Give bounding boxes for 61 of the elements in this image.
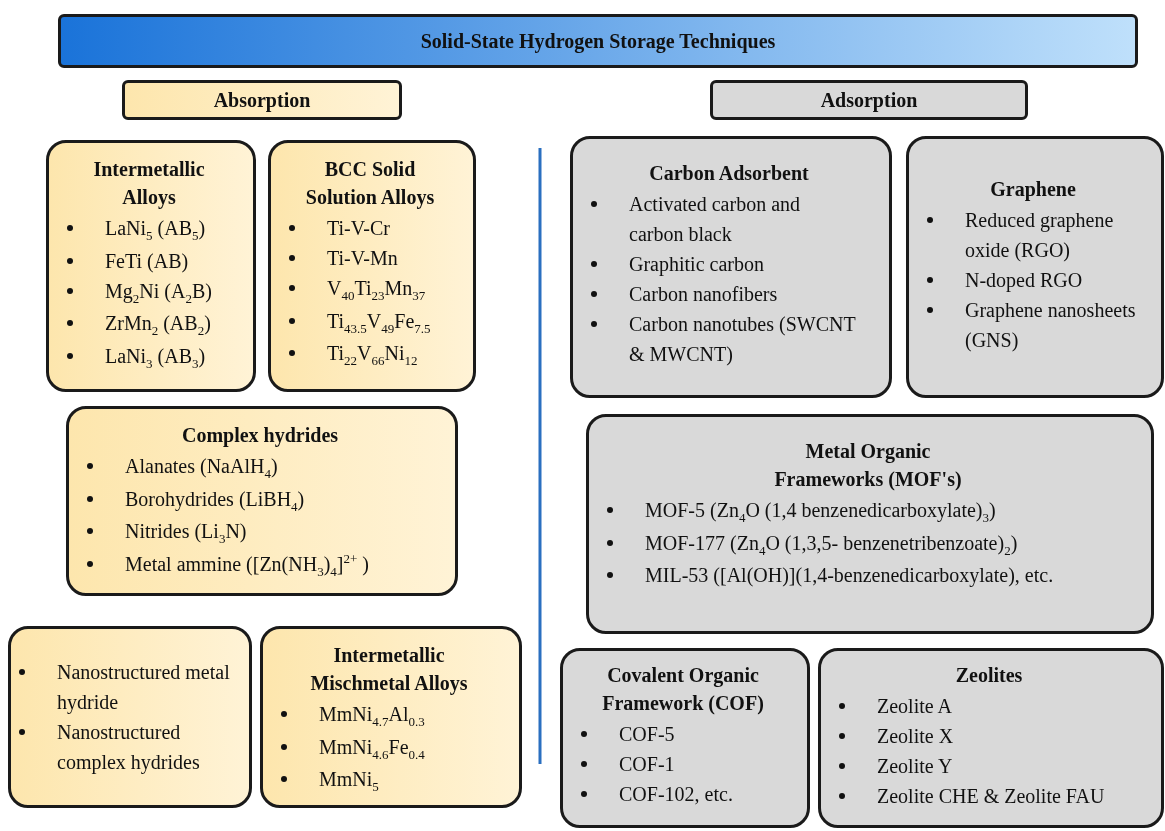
bullet-item: MmNi$_{4.7}$Al$_{0.3}$ xyxy=(319,703,425,725)
heading: Intermetallic Alloys xyxy=(92,157,206,211)
bullet-item: Graphitic carbon xyxy=(629,253,764,275)
bullet-item: COF-5 xyxy=(619,723,675,745)
bullet-item: Mg$_{2}$Ni (A$_{2}$B) xyxy=(105,279,212,302)
bullet-item: N-doped RGO xyxy=(965,269,1083,291)
bullet-item: Metal ammine ([Zn(NH$_{3}$)$_{4}$]$^{2+}$ ) xyxy=(125,552,370,575)
heading: Complex hydrides xyxy=(180,423,340,449)
bullet-item: Ti$_{22}$V$_{66}$Ni$_{12}$ xyxy=(327,342,418,364)
heading: Covalent Organic Framework (COF) xyxy=(601,663,765,717)
info-card xyxy=(8,626,252,808)
bullet-item: ZrMn$_{2}$ (AB$_{2}$) xyxy=(105,312,211,334)
info-card xyxy=(818,648,1164,828)
info-card xyxy=(570,136,892,398)
bullet-item: Ti-V-Mn xyxy=(327,247,398,269)
bullet-item: MmNi$_{4.6}$Fe$_{0.4}$ xyxy=(319,735,425,758)
bullet-item: MOF-5 (Zn$_{4}$O (1,4 benzenedicarboxylate)$_{3}$) xyxy=(645,499,996,521)
category-box xyxy=(710,80,1028,120)
heading: Carbon Adsorbent xyxy=(648,161,810,186)
bullet-item: MOF-177 (Zn$_{4}$O (1,3,5- benzenetribenzoate)$_{2}$) xyxy=(645,531,1018,554)
heading: Zeolites xyxy=(954,663,1024,688)
bullet-item: Zeolite Y xyxy=(877,755,953,777)
bullet-item: Carbon nanofibers xyxy=(629,283,778,305)
category-box xyxy=(122,80,402,120)
bullet-item: Borohydrides (LiBH$_{4}$) xyxy=(125,487,305,510)
bullet-item: V$_{40}$Ti$_{23}$Mn$_{37}$ xyxy=(327,277,426,299)
heading: BCC Solid Solution Alloys xyxy=(304,157,436,211)
bullet-item: Reduced graphene oxide (RGO) xyxy=(965,209,1114,261)
bullet-item: MIL-53 ([Al(OH)](1,4-benzenedicarboxylate), etc. xyxy=(645,564,1054,586)
heading: Graphene xyxy=(989,177,1077,203)
info-card xyxy=(260,626,522,808)
heading: Adsorption xyxy=(820,88,918,114)
info-card xyxy=(560,648,810,828)
bullet-item: Activated carbon and carbon black xyxy=(629,193,801,245)
bullet-item: Alanates (NaAlH$_{4}$) xyxy=(125,455,278,477)
info-card xyxy=(46,140,256,392)
heading: Metal Organic Frameworks (MOF's) xyxy=(773,439,963,492)
bullet-item: Ti$_{43.5}$V$_{49}$Fe$_{7.5}$ xyxy=(327,309,431,332)
bullet-item: LaNi$_{5}$ (AB$_{5}$) xyxy=(105,217,206,239)
bullet-item: Nitrides (Li$_{3}$N) xyxy=(125,520,247,542)
bullet-item: Zeolite X xyxy=(877,725,954,747)
bullet-item: Ti-V-Cr xyxy=(327,217,390,239)
info-card xyxy=(906,136,1164,398)
bullet-item: FeTi (AB) xyxy=(105,249,189,272)
info-card xyxy=(66,406,458,596)
heading: Intermetallic Mischmetal Alloys xyxy=(309,643,469,697)
bullet-item: Zeolite CHE & Zeolite FAU xyxy=(877,785,1105,807)
title-text: Solid-State Hydrogen Storage Techniques xyxy=(420,29,776,55)
bullet-item: Nanostructured complex hydrides xyxy=(57,721,200,773)
bullet-item: LaNi$_{3}$ (AB$_{3}$) xyxy=(105,344,206,367)
bullet-item: COF-102, etc. xyxy=(619,783,733,805)
bullet-item: Carbon nanotubes (SWCNT & MWCNT) xyxy=(629,313,856,365)
heading: Absorption xyxy=(213,88,311,114)
title-banner xyxy=(58,14,1138,68)
bullet-item: Zeolite A xyxy=(877,695,952,717)
bullet-item: Nanostructured metal hydride xyxy=(57,661,230,713)
bullet-item: COF-1 xyxy=(619,753,675,775)
bullet-item: MmNi$_{5}$ xyxy=(319,768,379,790)
info-card xyxy=(586,414,1154,634)
bullet-item: Graphene nanosheets (GNS) xyxy=(965,299,1136,351)
info-card xyxy=(268,140,476,392)
